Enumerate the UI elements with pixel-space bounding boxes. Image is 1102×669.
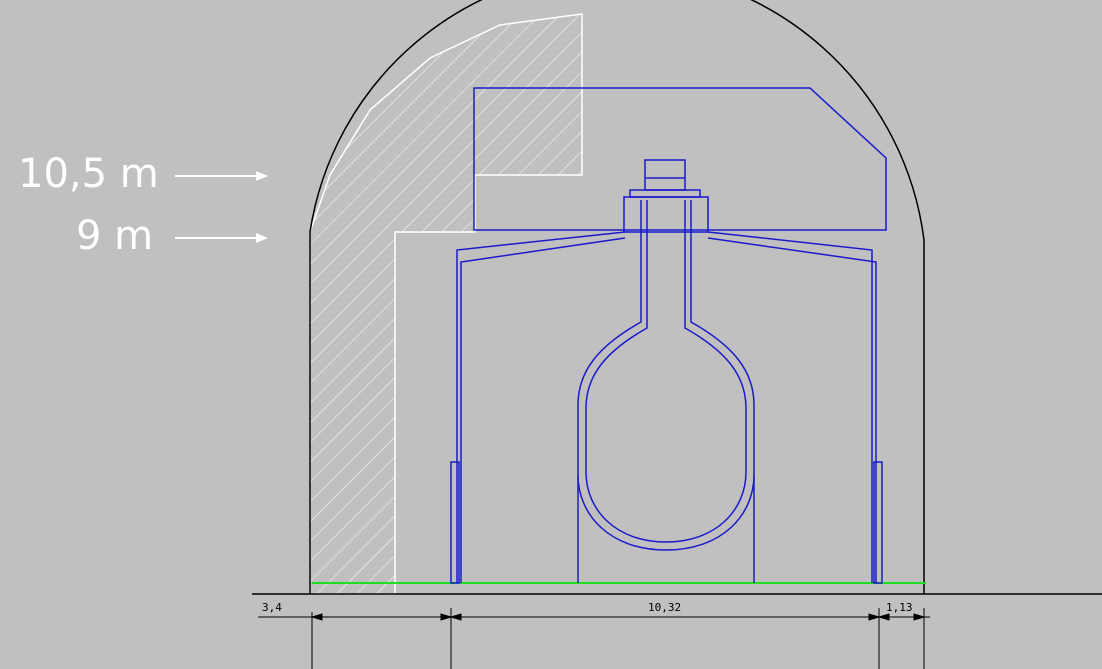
dimension-left: 3,4 [262,601,282,614]
reactor-vessel [577,200,755,583]
dimension-middle: 10,32 [648,601,681,614]
dome-outline [309,0,925,594]
level-label-9: 9 m [76,213,154,259]
top-fitting [623,159,709,233]
level-label-10-5: 10,5 m [18,151,159,197]
insulation-strip-left [450,461,460,584]
dimension-lines [258,608,930,669]
upper-equipment-block [473,87,887,231]
arrow-10-5 [175,171,268,181]
inner-shroud [456,231,877,583]
arrow-9 [175,233,268,243]
dimension-right: 1,13 [886,601,913,614]
hatched-wall [309,13,583,595]
insulation-strip-right [873,461,883,584]
